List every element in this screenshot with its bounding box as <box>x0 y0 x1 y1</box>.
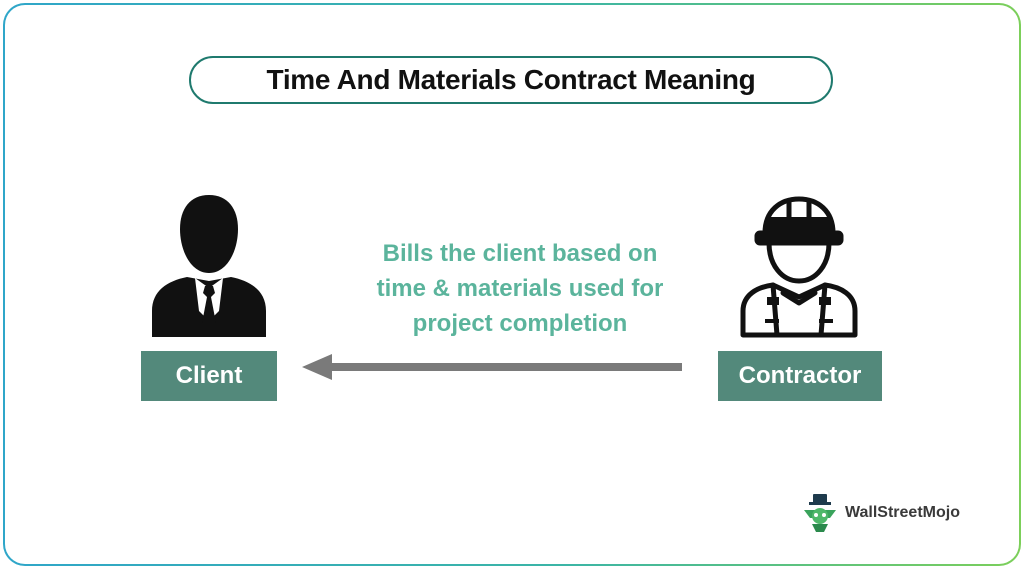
diagram-title: Time And Materials Contract Meaning <box>189 56 833 104</box>
logo-text: WallStreetMojo <box>845 504 960 521</box>
contractor-label: Contractor <box>718 351 882 401</box>
wallstreetmojo-logo: WallStreetMojo <box>800 494 960 532</box>
billing-description-line: Bills the client based on <box>382 240 658 267</box>
wallstreetmojo-logo-icon <box>804 494 836 532</box>
construction-worker-icon <box>740 196 858 338</box>
client-label: Client <box>141 351 277 401</box>
billing-description: Bills the client based on time & materia… <box>320 236 720 341</box>
billing-description-line: project completion <box>412 310 628 337</box>
card-frame <box>3 3 1021 566</box>
businessman-icon <box>152 195 266 337</box>
billing-description-line: time & materials used for <box>376 275 664 302</box>
billing-arrow <box>302 354 682 380</box>
